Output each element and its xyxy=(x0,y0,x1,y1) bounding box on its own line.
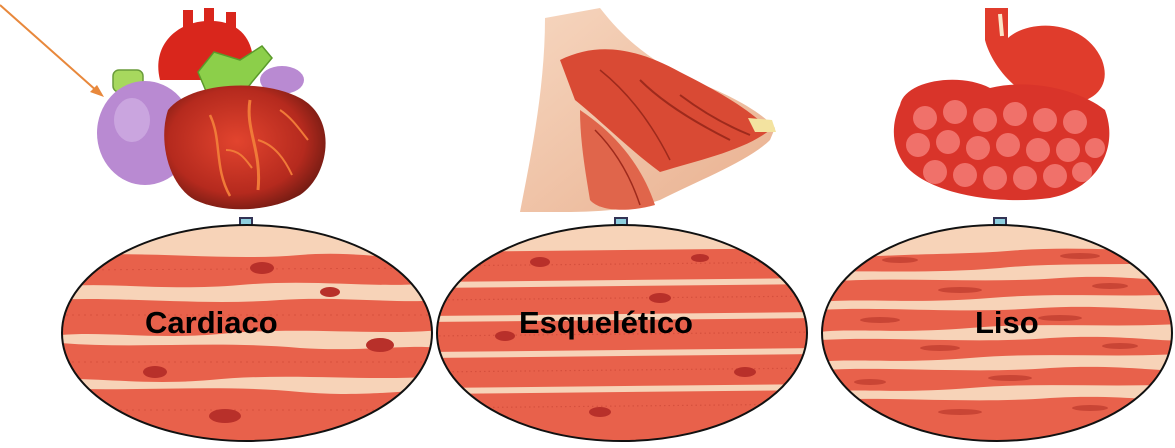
arm-muscle-icon xyxy=(520,8,776,212)
smooth-label: Liso xyxy=(975,307,1039,338)
stomach-intestine-icon xyxy=(894,8,1110,200)
skeletal-label: Esquelético xyxy=(519,307,693,338)
pointer-arrow xyxy=(0,5,104,97)
cardiac-label: Cardiaco xyxy=(145,307,278,338)
heart-icon xyxy=(97,8,326,209)
